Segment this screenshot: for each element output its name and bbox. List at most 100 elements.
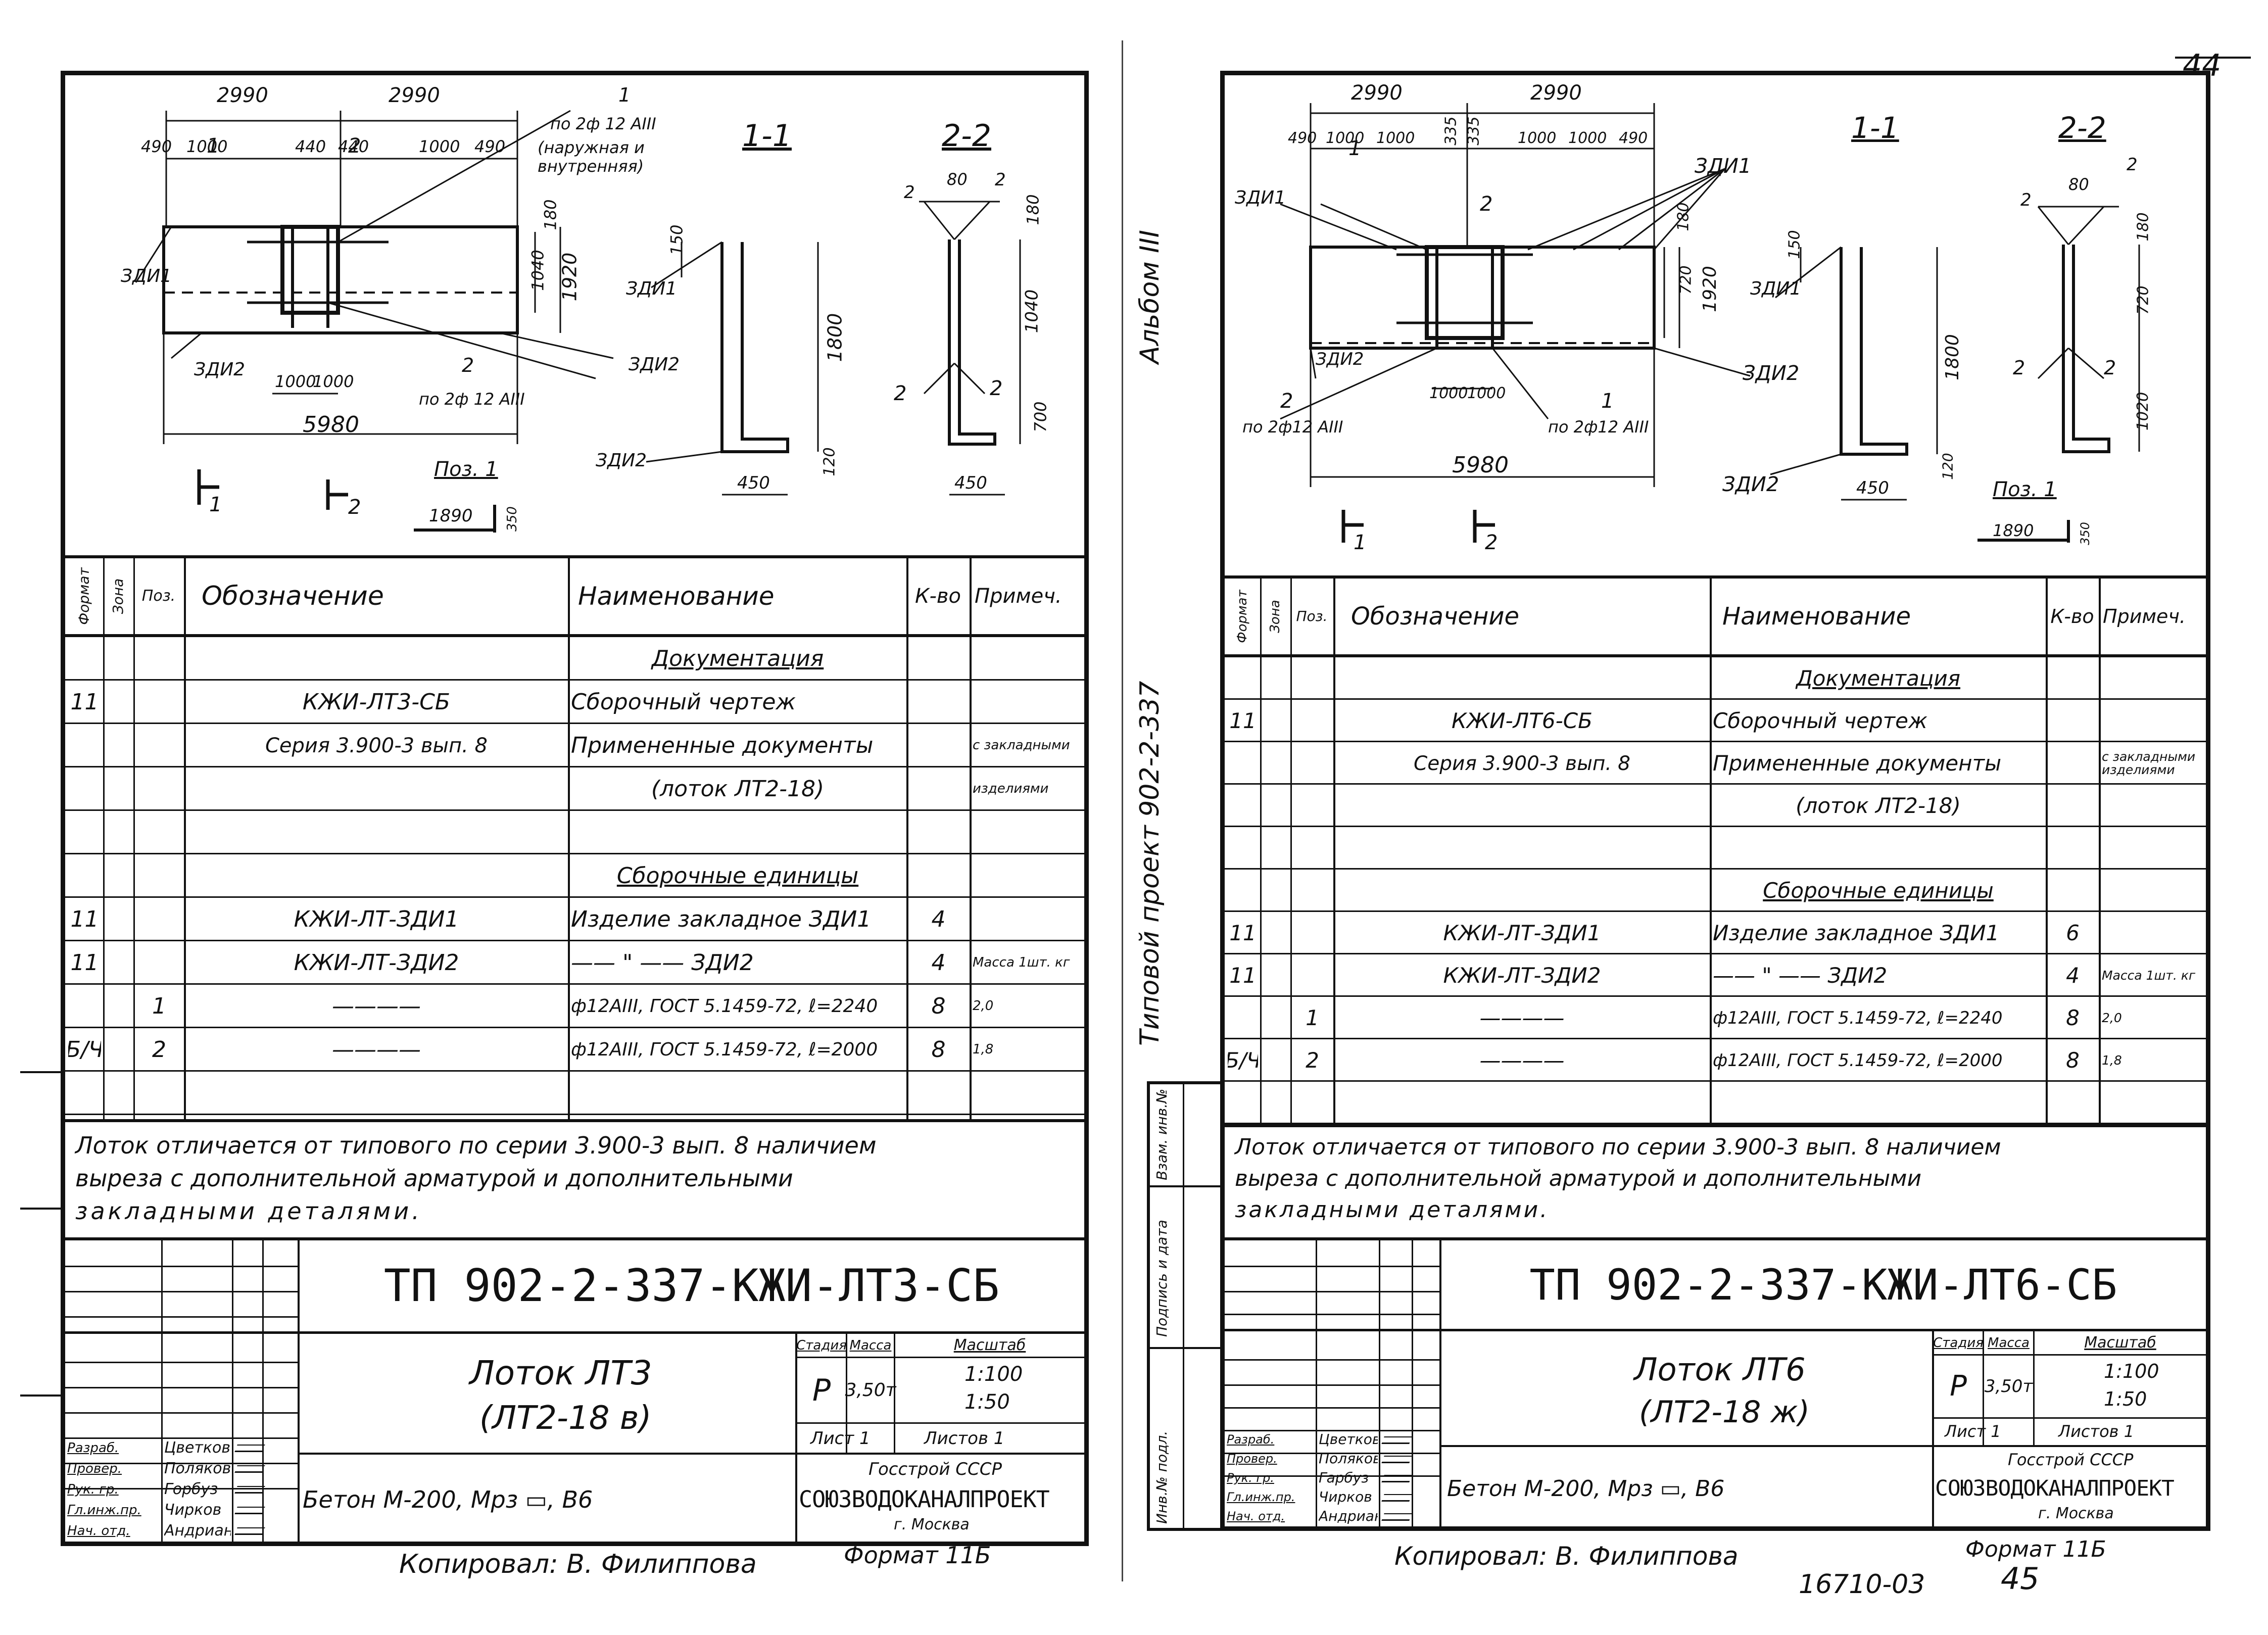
spec-row: Документация bbox=[65, 637, 1084, 681]
section-2-dim-180: 180 bbox=[2134, 212, 2152, 242]
spec-cell-qty: 6 bbox=[2066, 921, 2080, 945]
spec-cell-format bbox=[1228, 657, 1258, 700]
org-city: г. Москва bbox=[894, 1516, 970, 1533]
section-2-title: 2-2 bbox=[942, 118, 991, 154]
signature-mark bbox=[234, 1445, 265, 1453]
spec-cell-format: 11 bbox=[70, 689, 99, 715]
section-mark-2b: 2 bbox=[348, 496, 361, 519]
staff-name: Горбуз bbox=[164, 1480, 218, 1498]
right-sheet: 2990 2990 490 1000 1000 335 335 1000 100… bbox=[1220, 71, 2210, 1531]
item-name: Лоток ЛТ3 bbox=[469, 1354, 652, 1392]
callout-pos-1: 1 bbox=[618, 84, 631, 106]
spec-cell-pos bbox=[136, 811, 182, 854]
staff-role: Разраб. bbox=[1227, 1432, 1275, 1447]
dim-total: 5980 bbox=[1452, 452, 1509, 478]
spec-cell-format bbox=[68, 767, 101, 811]
spec-cell-zone bbox=[106, 724, 131, 767]
spec-cell-format bbox=[1228, 785, 1258, 827]
spec-cell-name: ф12АIII, ГОСТ 5.1459-72, ℓ=2240 bbox=[1713, 1008, 2003, 1028]
dim-top-right: 2990 bbox=[1530, 81, 1582, 105]
spec-cell-note bbox=[2102, 912, 2204, 954]
section-mark-1: 1 bbox=[207, 134, 220, 158]
spec-cell-zone bbox=[106, 941, 131, 985]
dim-sub-2: 1000 bbox=[1326, 129, 1365, 147]
side-label-project: Типовой проект 902-2-337 bbox=[1135, 681, 1165, 1046]
spec-cell-format: 11 bbox=[1229, 921, 1257, 945]
dim-sub-5: 1000 bbox=[419, 137, 460, 156]
doc-code: ТП 902-2-337-КЖИ-ЛТ6-СБ bbox=[1529, 1260, 2117, 1310]
dim-sub-3: 440 bbox=[295, 137, 326, 156]
section-mark-1b: 1 bbox=[1354, 531, 1367, 554]
spec-cell-pos bbox=[136, 898, 182, 941]
spec-cell-qty bbox=[909, 1072, 968, 1115]
doc-code: ТП 902-2-337-КЖИ-ЛТ3-СБ bbox=[383, 1260, 1000, 1312]
label-stage: Стадия bbox=[796, 1337, 847, 1353]
callout-zdi2: ЗДИ2 bbox=[1316, 349, 1364, 369]
spec-cell-zone bbox=[1263, 700, 1288, 742]
label-scale: Масштаб bbox=[2084, 1333, 2156, 1352]
staff-role: Рук. гр. bbox=[67, 1481, 119, 1497]
spec-header-designation: Обозначение bbox=[202, 581, 384, 611]
spec-cell-qty bbox=[909, 637, 968, 681]
spec-cell-zone bbox=[1263, 742, 1288, 785]
dim-sub-6: 1000 bbox=[1518, 129, 1557, 147]
section-1-dim-120: 120 bbox=[821, 447, 839, 476]
spec-cell-note bbox=[2102, 827, 2204, 870]
spec-cell-qty bbox=[909, 854, 968, 898]
side-label-album: Альбом III bbox=[1135, 229, 1165, 364]
spec-cell-qty bbox=[2049, 700, 2097, 742]
note-line-1: Лоток отличается от типового по серии 3.… bbox=[1235, 1134, 2001, 1160]
staff-name: Полякова bbox=[1319, 1450, 1378, 1467]
spec-cell-note bbox=[2102, 785, 2204, 827]
section-mark-2: 2 bbox=[1480, 193, 1493, 216]
callout-zdi1-left: ЗДИ1 bbox=[1235, 187, 1286, 208]
spec-cell-designation bbox=[1336, 870, 1708, 912]
spec-cell-note: изделиями bbox=[973, 781, 1049, 797]
section-1-title: 1-1 bbox=[742, 118, 792, 154]
spec-cell-name: —— " —— ЗДИ2 bbox=[1713, 963, 1888, 988]
spec-cell-qty: 4 bbox=[931, 950, 946, 976]
spec-cell-name: ф12АIII, ГОСТ 5.1459-72, ℓ=2240 bbox=[571, 996, 878, 1017]
spec-cell-designation bbox=[1336, 657, 1708, 700]
staff-name: Цветкова bbox=[164, 1438, 231, 1457]
callout-pos-2: 2 bbox=[462, 354, 474, 376]
section-1-dim-450: 450 bbox=[1856, 478, 1889, 498]
stamp-strip: Инв.№ подл. Подпись и дата Взам. инв.№ bbox=[1147, 1081, 1220, 1531]
spec-cell-pos bbox=[136, 637, 182, 681]
callout-zdi1-sect: ЗДИ1 bbox=[626, 278, 678, 299]
spec-row: Сборочные единицы bbox=[1225, 870, 2206, 912]
pos-detail-length: 1890 bbox=[429, 506, 473, 526]
spec-cell-format bbox=[1228, 1082, 1258, 1124]
spec-cell-zone bbox=[1263, 870, 1288, 912]
spec-cell-designation bbox=[1336, 827, 1708, 870]
staff-role: Гл.инж.пр. bbox=[67, 1502, 141, 1518]
spec-cell-pos bbox=[1293, 1082, 1331, 1124]
spec-cell-name bbox=[1713, 827, 2044, 870]
right-note-divider bbox=[1225, 1237, 2206, 1240]
spec-cell-note: с закладными bbox=[973, 738, 1070, 753]
spec-cell-name: Документация bbox=[1796, 666, 1961, 691]
org-name: СОЮЗВОДОКАНАЛПРОЕКТ bbox=[1935, 1476, 2175, 1501]
spec-cell-zone bbox=[1263, 1082, 1288, 1124]
spec-cell-zone bbox=[1263, 1039, 1288, 1082]
left-title-block: ТП 902-2-337-КЖИ-ЛТ3-СБ Лоток ЛТ3 (ЛТ2-1… bbox=[65, 1240, 1084, 1542]
spec-cell-designation bbox=[187, 854, 566, 898]
staff-name: Полякова bbox=[164, 1459, 231, 1477]
right-spec-table: Формат Зона Поз. Обозначение Наименовани… bbox=[1225, 579, 2206, 1124]
signature-mark bbox=[234, 1527, 265, 1535]
label-sheets: Листов 1 bbox=[924, 1428, 1005, 1449]
spec-cell-designation: Серия 3.900-3 вып. 8 bbox=[265, 734, 488, 757]
section-mark-1: 1 bbox=[1348, 137, 1362, 160]
spec-cell-zone bbox=[1263, 954, 1288, 997]
spec-cell-name: Сборочный чертеж bbox=[571, 689, 796, 715]
pos-detail-depth: 350 bbox=[504, 506, 520, 532]
spec-cell-zone bbox=[106, 985, 131, 1028]
spec-cell-pos bbox=[1293, 954, 1331, 997]
section-2-dim-450: 450 bbox=[954, 473, 987, 493]
right-spec-divider bbox=[1225, 1124, 2206, 1127]
spec-cell-qty: 8 bbox=[2066, 1048, 2080, 1073]
section-mark-2b: 2 bbox=[1485, 531, 1498, 554]
spec-cell-designation bbox=[1336, 785, 1708, 827]
spec-cell-pos bbox=[136, 681, 182, 724]
